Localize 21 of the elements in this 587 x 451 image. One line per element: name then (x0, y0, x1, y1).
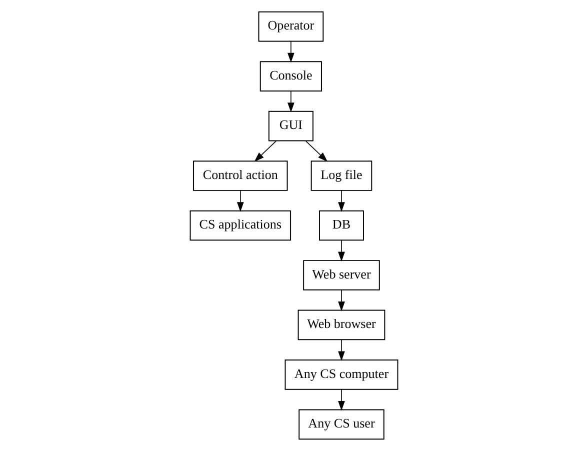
arrow (338, 240, 344, 262)
arrow (236, 190, 244, 212)
arrow (338, 339, 344, 362)
node-box: Control action (192, 160, 288, 191)
arrow (338, 190, 344, 212)
node-box: Web server (302, 260, 380, 290)
node-box: Operator (258, 11, 324, 42)
arrow (254, 140, 276, 162)
node-box: Console (259, 61, 322, 92)
node-box: Log file (310, 160, 372, 191)
node-box: DB (318, 210, 364, 241)
arrow (338, 389, 344, 411)
node-box: GUI (268, 110, 313, 142)
node-box: Any CS computer (284, 360, 398, 390)
arrow (338, 290, 344, 312)
node-box: Web browser (297, 310, 385, 340)
arrow (287, 40, 294, 63)
node-box: Any CS user (298, 409, 384, 440)
arrow (304, 140, 328, 162)
arrow (287, 90, 294, 112)
node-box: CS applications (189, 210, 291, 241)
